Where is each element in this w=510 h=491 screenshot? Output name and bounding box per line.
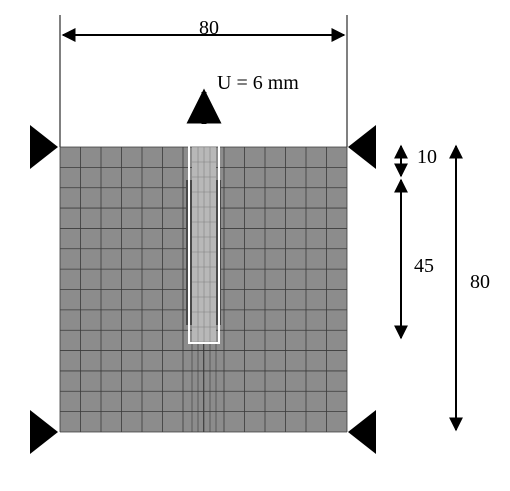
crack-notch bbox=[186, 143, 221, 344]
dimension-label-45: 45 bbox=[414, 255, 434, 277]
crack-core-lines bbox=[192, 146, 216, 343]
support-triangle-top-left bbox=[30, 125, 58, 169]
support-triangle-bottom-right bbox=[348, 410, 376, 454]
support-triangle-top-right bbox=[348, 125, 376, 169]
displacement-label: U = 6 mm bbox=[217, 72, 299, 94]
support-triangle-bottom-left bbox=[30, 410, 58, 454]
dimension-label-10: 10 bbox=[417, 146, 437, 168]
crack-outline bbox=[188, 143, 220, 344]
width-label: 80 bbox=[199, 17, 219, 39]
dimension-label-80-right: 80 bbox=[470, 271, 490, 293]
